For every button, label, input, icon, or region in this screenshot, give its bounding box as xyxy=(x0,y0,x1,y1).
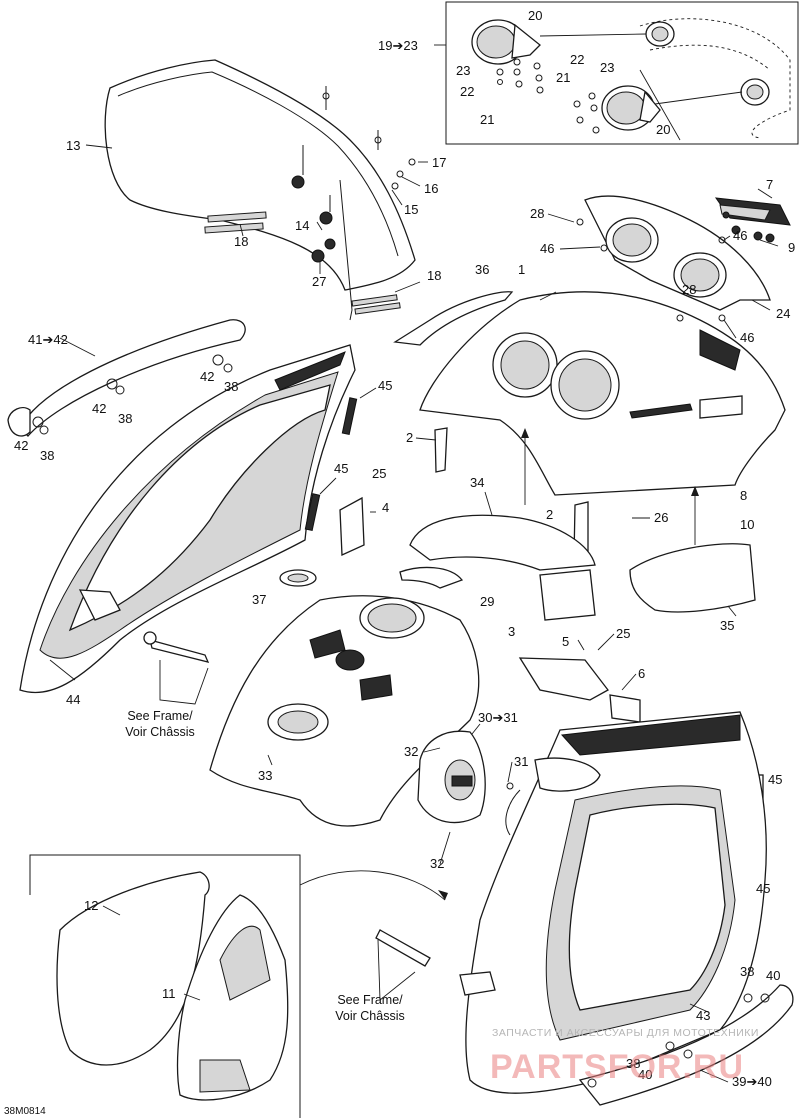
callout-17: 17 xyxy=(432,155,446,170)
bottom-inset xyxy=(29,854,301,1118)
callout-40a: 40 xyxy=(766,968,780,983)
callout-20a: 20 xyxy=(528,8,542,23)
callout-46c: 46 xyxy=(740,330,754,345)
windshield xyxy=(85,59,416,321)
left-side-panel xyxy=(7,319,356,694)
callout-12: 12 xyxy=(84,898,98,913)
callout-24: 24 xyxy=(776,306,790,321)
callout-42c: 42 xyxy=(14,438,28,453)
callout-34: 34 xyxy=(470,475,484,490)
callout-30-31: 30➔31 xyxy=(478,710,518,725)
callout-6: 6 xyxy=(638,666,645,681)
callout-8: 8 xyxy=(740,488,747,503)
callout-18b: 18 xyxy=(427,268,441,283)
callout-labels: 20 19➔23 23 22 21 22 23 21 20 13 17 16 1… xyxy=(14,8,795,1089)
callout-9: 9 xyxy=(788,240,795,255)
callout-42b: 42 xyxy=(92,401,106,416)
callout-38b: 38 xyxy=(118,411,132,426)
callout-5: 5 xyxy=(562,634,569,649)
callout-38a: 38 xyxy=(224,379,238,394)
callout-26: 26 xyxy=(654,510,668,525)
callout-13: 13 xyxy=(66,138,80,153)
callout-7: 7 xyxy=(766,177,773,192)
switch-panel xyxy=(576,188,791,322)
callout-32a: 32 xyxy=(404,744,418,759)
callout-37: 37 xyxy=(252,592,266,607)
callout-2a: 2 xyxy=(406,430,413,445)
callout-25a: 25 xyxy=(372,466,386,481)
callout-45b: 45 xyxy=(334,461,348,476)
callout-25b: 25 xyxy=(616,626,630,641)
callout-28a: 28 xyxy=(530,206,544,221)
callout-45d: 45 xyxy=(756,881,770,896)
brackets xyxy=(339,496,641,723)
callout-46b: 46 xyxy=(733,228,747,243)
drawing-code: 38M0814 xyxy=(4,1106,46,1117)
frame-ref-top-line1: See Frame/ xyxy=(127,709,193,723)
mirror-inset xyxy=(434,1,799,145)
callout-42a: 42 xyxy=(200,369,214,384)
callout-32b: 32 xyxy=(430,856,444,871)
watermark: ЗАПЧАСТИ И АКСЕССУАРЫ ДЛЯ МОТОТЕХНИКИ PA… xyxy=(490,1027,759,1086)
callout-4: 4 xyxy=(382,500,389,515)
callout-21a: 21 xyxy=(480,112,494,127)
right-side-panel xyxy=(459,711,767,1094)
callout-14: 14 xyxy=(295,218,309,233)
callout-21b: 21 xyxy=(556,70,570,85)
assembly-arrow xyxy=(299,428,699,901)
callout-22b: 22 xyxy=(570,52,584,67)
dashboard-panel xyxy=(419,291,786,496)
callout-45c: 45 xyxy=(768,772,782,787)
callout-35: 35 xyxy=(720,618,734,633)
callout-27: 27 xyxy=(312,274,326,289)
frame-ref-top-line2: Voir Châssis xyxy=(125,725,194,739)
callout-23a: 23 xyxy=(456,63,470,78)
watermark-line1: ЗАПЧАСТИ И АКСЕССУАРЫ ДЛЯ МОТОТЕХНИКИ xyxy=(492,1027,759,1039)
gauge-bezel xyxy=(584,195,771,311)
callout-31: 31 xyxy=(514,754,528,769)
leader-lines xyxy=(423,213,737,1083)
watermark-line2: PARTSFOR.RU xyxy=(490,1048,744,1086)
pump-assembly xyxy=(417,723,514,824)
callout-3: 3 xyxy=(508,624,515,639)
callout-41-42: 41➔42 xyxy=(28,332,68,347)
callout-18a: 18 xyxy=(234,234,248,249)
callout-11: 11 xyxy=(162,986,176,1001)
callout-38e: 38 xyxy=(626,1056,640,1071)
callout-10: 10 xyxy=(740,517,754,532)
lower-right-trim xyxy=(578,984,794,1106)
callout-38c: 38 xyxy=(40,448,54,463)
lower-trims xyxy=(409,491,756,621)
callout-38d: 38 xyxy=(740,964,754,979)
callout-45a: 45 xyxy=(378,378,392,393)
callout-40b: 40 xyxy=(638,1067,652,1082)
frame-ref-bottom-line1: See Frame/ xyxy=(337,993,403,1007)
callout-44: 44 xyxy=(66,692,80,707)
callout-20b: 20 xyxy=(656,122,670,137)
callout-28b: 28 xyxy=(682,282,696,297)
callout-46a: 46 xyxy=(540,241,554,256)
callout-33: 33 xyxy=(258,768,272,783)
callout-2b: 2 xyxy=(546,507,553,522)
callout-36: 36 xyxy=(475,262,489,277)
callout-22a: 22 xyxy=(460,84,474,99)
frame-rods xyxy=(143,631,431,1001)
callout-43: 43 xyxy=(696,1008,710,1023)
windshield-hardware xyxy=(204,86,428,315)
callout-1: 1 xyxy=(518,262,525,277)
fill-cap-parts xyxy=(279,566,464,589)
tank-cover xyxy=(209,595,480,827)
callout-16: 16 xyxy=(424,181,438,196)
callout-19-23: 19➔23 xyxy=(378,38,418,53)
callout-29: 29 xyxy=(480,594,494,609)
callout-15: 15 xyxy=(404,202,418,217)
callout-23b: 23 xyxy=(600,60,614,75)
fasteners-left xyxy=(32,354,233,435)
callout-39-40: 39➔40 xyxy=(732,1074,772,1089)
frame-ref-bottom-line2: Voir Châssis xyxy=(335,1009,404,1023)
